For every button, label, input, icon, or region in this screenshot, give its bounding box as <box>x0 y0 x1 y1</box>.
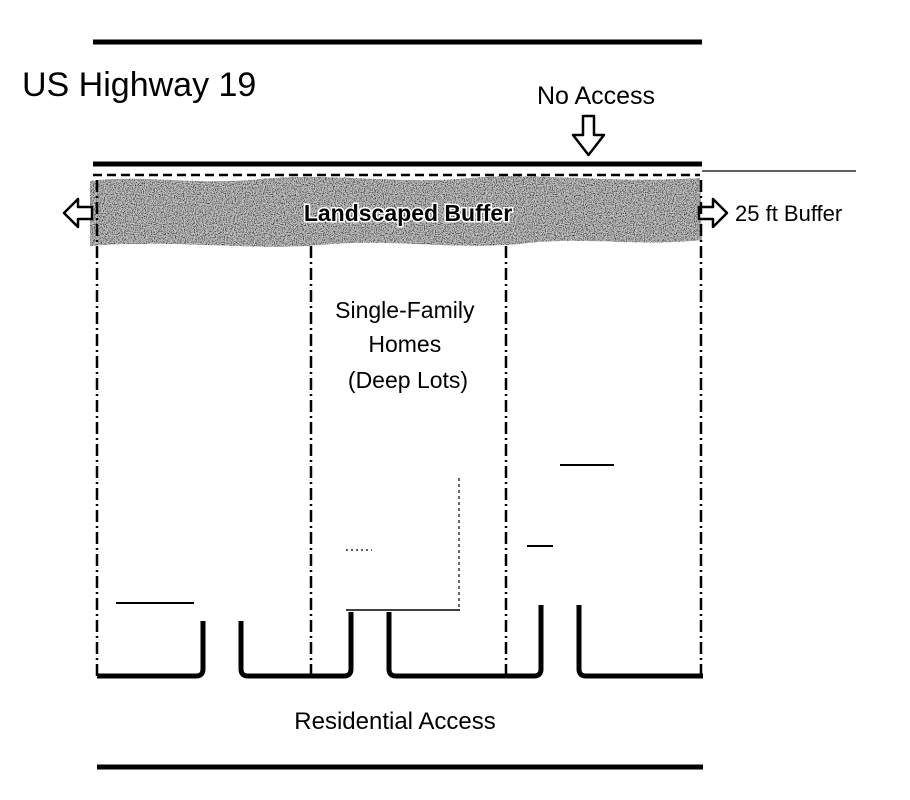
buffer-width-label: 25 ft Buffer <box>735 201 842 226</box>
landscaped-buffer <box>90 176 702 247</box>
lots-label-line-3: (Deep Lots) <box>348 367 468 393</box>
landscaped-buffer-label: Landscaped Buffer <box>304 200 512 226</box>
house-outline <box>116 464 614 611</box>
lots-label-line-2: Homes <box>368 331 441 357</box>
buffer-right-arrow-icon <box>697 197 729 229</box>
residential-street-curb <box>97 605 703 679</box>
lots-label-line-1: Single-Family <box>335 297 475 323</box>
lot-boundaries <box>95 180 703 676</box>
highway-name: US Highway 19 <box>22 66 256 104</box>
residential-access-label: Residential Access <box>294 708 495 735</box>
lots-label: Single-Family Homes (Deep Lots) <box>335 297 481 393</box>
buffer-left-arrow-icon <box>62 197 94 229</box>
no-access-arrow-icon <box>571 114 606 157</box>
no-access-label: No Access <box>537 82 655 110</box>
